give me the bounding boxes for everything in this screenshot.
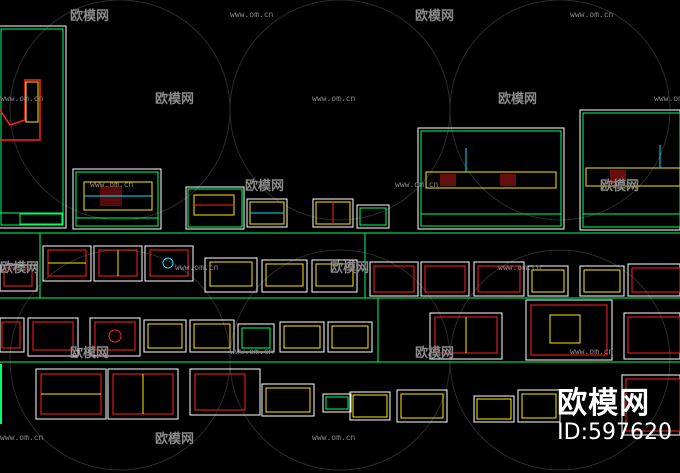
drawing-sheet-r3-j[interactable] (525, 299, 613, 361)
watermark-brand: 欧模网 (155, 431, 194, 447)
watermark-url: www.om.cn (0, 94, 44, 103)
watermark-brand: 欧模网 (70, 8, 109, 24)
drawing-sheet-elev-k[interactable] (527, 265, 569, 297)
watermark-brand: 欧模网 (415, 8, 454, 24)
drawing-sheet-r3-b[interactable] (27, 317, 79, 357)
watermark-url: www.om.cn (654, 94, 680, 103)
drawing-sheet-elevation-1[interactable] (72, 168, 162, 230)
drawing-sheet-r4-i[interactable] (517, 389, 561, 423)
drawing-sheet-r4-c[interactable] (189, 368, 261, 416)
row-4-sheets (0, 364, 680, 436)
watermark-brand: 欧模网 (155, 91, 194, 107)
drawing-sheet-elev-l[interactable] (579, 265, 625, 297)
watermark-brand: 欧模网 (415, 345, 454, 361)
drawing-sheet-r3-i[interactable] (429, 312, 503, 360)
watermark-url: www.om.cn (230, 347, 274, 356)
drawing-sheet-r4-g[interactable] (396, 389, 448, 423)
row-band-lines (0, 232, 680, 363)
drawing-sheet-r3-c[interactable] (89, 317, 141, 357)
drawing-sheet-r3-g[interactable] (279, 321, 325, 353)
watermark-brand: 欧模网 (245, 178, 284, 194)
watermark-url: www.om.cn (0, 433, 44, 442)
drawing-sheet-r3-d[interactable] (143, 319, 187, 353)
row-2-sheets (0, 245, 680, 297)
drawing-sheet-elev-f[interactable] (261, 259, 308, 293)
drawing-sheet-large-elevation-1[interactable] (417, 127, 565, 230)
drawing-sheet-r4-j[interactable] (621, 374, 680, 436)
drawing-sheet-elevation-2[interactable] (185, 186, 245, 230)
watermark-url: www.om.cn (175, 263, 219, 272)
drawing-sheet-site-plan[interactable] (0, 25, 67, 229)
drawing-sheet-r3-h[interactable] (327, 321, 373, 353)
drawing-sheet-r4-f[interactable] (349, 391, 391, 421)
drawing-sheet-large-elevation-2[interactable] (579, 109, 680, 231)
drawing-sheet-r4-d[interactable] (261, 383, 315, 417)
drawing-sheet-r3-k[interactable] (623, 312, 680, 360)
watermark-url: www.om.cn (312, 94, 356, 103)
watermark-url: www.om.cn (498, 263, 542, 272)
watermark-url: www.om.cn (570, 347, 614, 356)
drawing-sheet-r3-f[interactable] (237, 323, 275, 353)
drawing-sheet-plan-a[interactable] (0, 264, 38, 292)
drawing-sheet-r4-b[interactable] (107, 368, 179, 420)
drawing-sheet-elev-m[interactable] (627, 263, 680, 297)
watermark-url: www.om.cn (312, 433, 356, 442)
watermark-brand: 欧模网 (600, 178, 639, 194)
drawing-sheet-elev-h[interactable] (369, 261, 419, 297)
watermark-brand: 欧模网 (0, 260, 39, 276)
drawing-sheet-detail-2[interactable] (312, 198, 354, 228)
watermark-url: www.om.cn (570, 10, 614, 19)
watermark-url: www.om.cn (90, 180, 134, 189)
brand-name: 欧模网 (557, 386, 651, 421)
drawing-sheet-plan-b[interactable] (42, 245, 92, 282)
watermark-brand: 欧模网 (498, 91, 537, 107)
drawing-sheet-elev-g[interactable] (311, 259, 358, 293)
watermark-layer: 欧模网 欧模网 www.om.cn www.om.cn 欧模网 欧模网 www.… (0, 8, 680, 447)
drawing-sheet-plan-c[interactable] (93, 245, 143, 282)
drawing-sheet-r3-a[interactable] (0, 317, 25, 353)
watermark-brand: 欧模网 (330, 260, 369, 276)
drawing-sheet-elev-i[interactable] (420, 261, 470, 297)
watermark-url: www.om.cn (395, 180, 439, 189)
drawing-sheet-detail-1[interactable] (246, 198, 288, 228)
drawing-sheet-elev-e[interactable] (204, 257, 258, 293)
drawing-sheet-r4-h[interactable] (473, 395, 515, 423)
row-3-sheets (0, 299, 680, 361)
drawing-sheet-r4-e[interactable] (322, 393, 352, 413)
drawing-sheet-elev-j[interactable] (473, 261, 525, 297)
model-id-label: ID:597620 (557, 420, 672, 445)
drawing-sheet-detail-3[interactable] (356, 204, 390, 229)
drawing-sheet-plan-d[interactable] (144, 245, 194, 282)
corner-brand-badge: 欧模网 ID:597620 (557, 388, 672, 446)
watermark-brand: 欧模网 (70, 345, 109, 361)
watermark-url: www.om.cn (230, 10, 274, 19)
drawing-sheet-r4-a[interactable] (35, 368, 107, 420)
drawing-sheet-r3-e[interactable] (189, 319, 235, 353)
